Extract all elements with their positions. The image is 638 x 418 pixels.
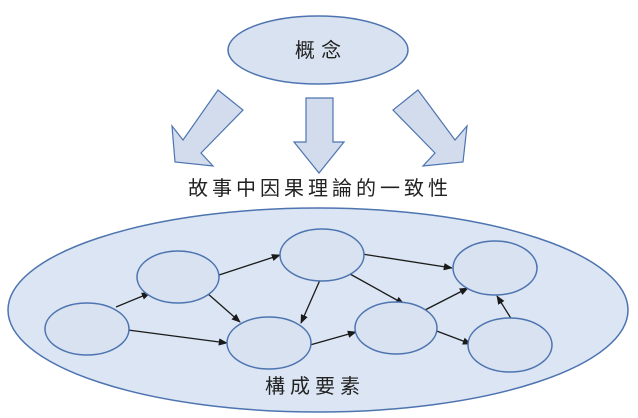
node-f	[467, 317, 553, 373]
node-e	[354, 301, 438, 355]
node-c	[279, 228, 365, 282]
left-down-arrow	[171, 89, 244, 167]
concept-node	[227, 15, 409, 85]
edge-a-b	[115, 292, 151, 308]
edge-b-d	[206, 292, 241, 323]
edge-c-e	[349, 273, 405, 305]
components-label: 構成要素	[265, 374, 365, 398]
concept-label: 概 念	[295, 38, 341, 62]
node-d	[226, 316, 312, 370]
node-a	[44, 302, 130, 356]
edge-e-g	[424, 287, 469, 311]
nodes	[44, 228, 553, 373]
right-down-arrow	[392, 89, 468, 167]
edges	[115, 253, 513, 346]
center-down-arrow	[292, 97, 346, 174]
edge-d-e	[309, 330, 357, 346]
edge-c-d	[300, 279, 321, 324]
edge-b-c	[215, 254, 281, 277]
edge-e-f	[433, 329, 472, 345]
edge-a-d	[127, 329, 228, 346]
node-b	[136, 250, 220, 304]
edge-c-g	[361, 253, 453, 271]
node-g	[452, 240, 538, 296]
consistency-label: 故事中因果理論的一致性	[188, 176, 452, 200]
edge-f-g	[496, 295, 513, 321]
